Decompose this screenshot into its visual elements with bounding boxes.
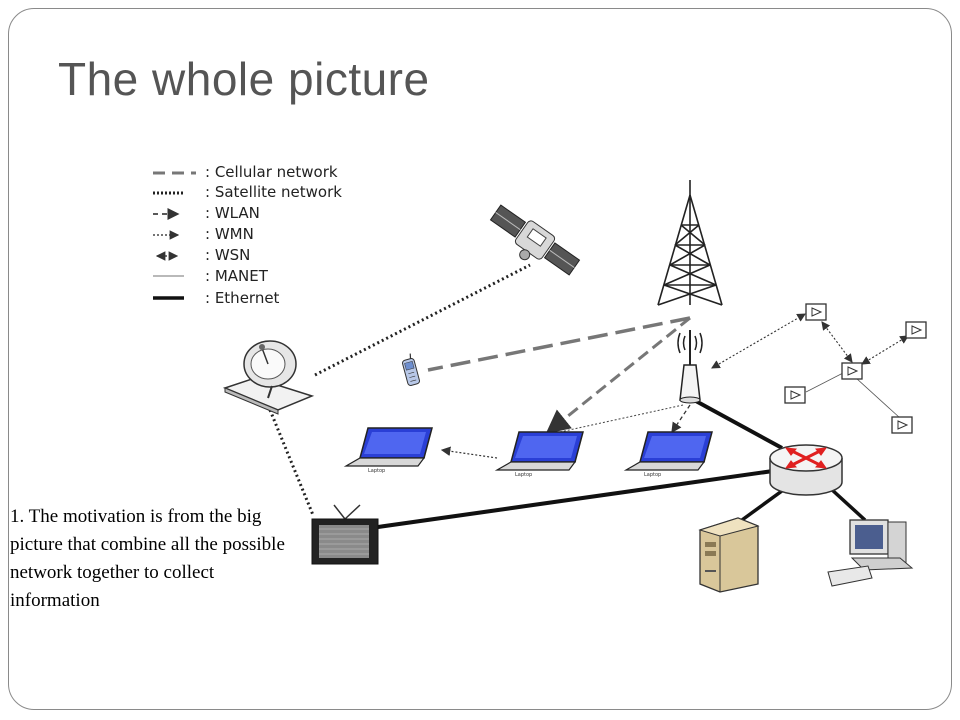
cellular-link: [545, 316, 691, 434]
router-icon: [769, 444, 843, 496]
laptop-icon: Laptop: [623, 431, 713, 478]
legend-label: : Cellular network: [205, 163, 338, 181]
server-icon: [698, 517, 760, 593]
motivation-note: 1. The motivation is from the big pictur…: [10, 506, 285, 611]
legend-label: : MANET: [205, 267, 269, 285]
wlan-link: [559, 404, 684, 433]
legend-label: : WLAN: [205, 204, 260, 222]
satellite-dish-icon: [222, 340, 315, 415]
sensor-node-icon: [841, 362, 863, 380]
cellular-link: [427, 316, 691, 372]
legend-label: : Ethernet: [205, 289, 280, 307]
laptop-label: Laptop: [644, 472, 661, 478]
manet-link: [805, 371, 846, 393]
ethernet-link: [377, 468, 781, 529]
legend-item-ethernet: : Ethernet: [153, 289, 280, 307]
wsn-link: [821, 321, 853, 363]
sensor-node-icon: [891, 416, 913, 434]
wlan-link: [671, 404, 691, 434]
legend-label: : WMN: [205, 225, 254, 243]
laptop-icon: Laptop: [494, 431, 584, 478]
legend: : Cellular network : Satellite network :…: [153, 163, 342, 307]
legend-item-cellular: : Cellular network: [153, 163, 338, 181]
page-title: The whole picture: [58, 53, 430, 105]
satellite-icon: [489, 204, 581, 276]
desktop-computer-icon: [827, 519, 914, 587]
manet-link: [855, 377, 901, 419]
satellite-link: [268, 409, 315, 516]
laptop-label: Laptop: [515, 472, 532, 478]
legend-item-manet: : MANET: [153, 267, 269, 285]
cell-phone-icon: [402, 353, 420, 386]
wsn-link: [711, 313, 806, 369]
links: [268, 263, 909, 529]
legend-item-satellite: : Satellite network: [153, 183, 342, 201]
ethernet-link: [693, 398, 783, 450]
sensor-node-icon: [905, 321, 927, 339]
legend-label: : WSN: [205, 246, 250, 264]
legend-label: : Satellite network: [205, 183, 342, 201]
legend-item-wlan: : WLAN: [153, 204, 260, 222]
legend-item-wmn: : WMN: [153, 225, 254, 243]
sensor-node-icon: [805, 303, 827, 321]
access-point-icon: [677, 330, 703, 404]
ethernet-link: [828, 486, 867, 522]
cell-tower-icon: [657, 180, 723, 306]
sensor-node-icon: [784, 386, 806, 404]
legend-item-wsn: : WSN: [155, 246, 250, 264]
satellite-link: [314, 263, 531, 377]
wmn-link: [440, 446, 498, 459]
ethernet-link: [740, 486, 788, 522]
tv-icon: [311, 504, 379, 565]
laptop-label: Laptop: [368, 468, 385, 474]
laptop-icon: Laptop: [343, 427, 433, 474]
wsn-link: [861, 335, 909, 365]
